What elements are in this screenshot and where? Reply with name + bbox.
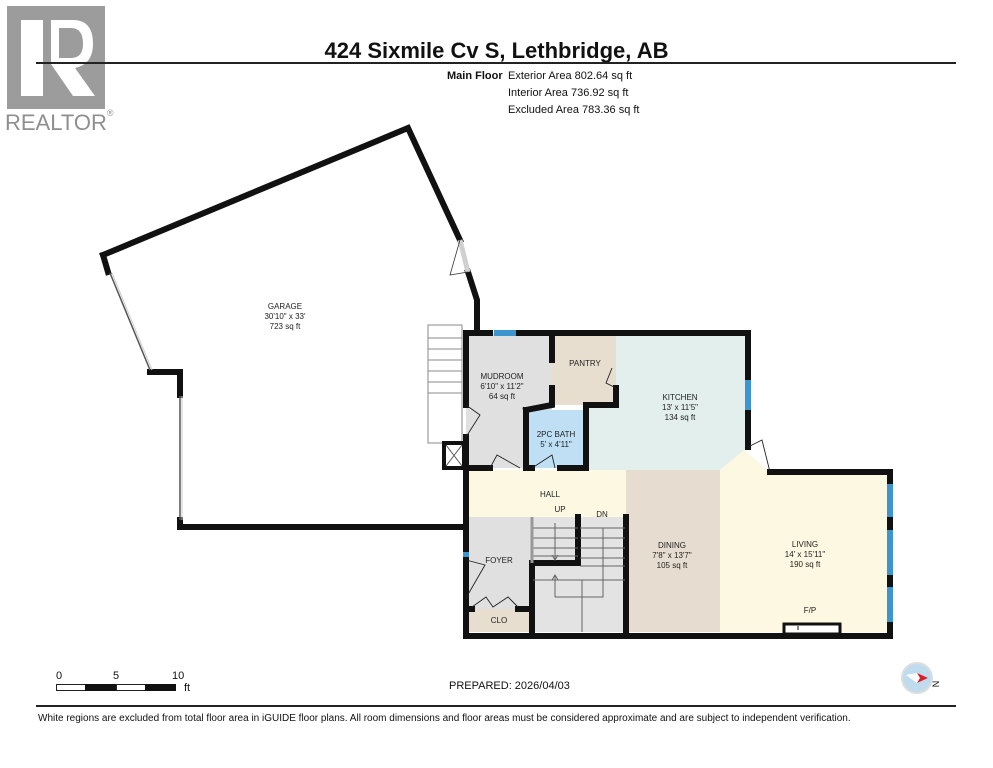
floor-name: Main Floor	[447, 70, 503, 82]
room-name: F/P	[803, 606, 817, 615]
room-name: CLO	[490, 616, 508, 625]
room-garage: GARAGE 30'10" x 33' 723 sq ft	[255, 302, 315, 332]
realtor-text: REALTOR	[5, 110, 107, 135]
room-name: FOYER	[485, 556, 513, 565]
room-name: DINING	[658, 541, 686, 550]
room-area: 134 sq ft	[664, 413, 696, 422]
excluded-area: Excluded Area 783.36 sq ft	[508, 104, 640, 116]
dining-fill	[626, 470, 720, 632]
living-fill	[720, 450, 890, 632]
scale-unit: ft	[184, 682, 191, 694]
room-pantry: PANTRY	[555, 359, 615, 369]
fireplace-label: F/P	[795, 606, 825, 616]
room-dims: 5' x 4'11"	[540, 440, 572, 449]
room-dims: 6'10" x 11'2"	[480, 382, 524, 391]
room-closet: CLO	[479, 616, 519, 626]
stairs-up-label: UP	[545, 505, 575, 515]
room-dims: 30'10" x 33'	[264, 312, 306, 321]
foyer-fill	[466, 517, 532, 609]
closet-fill	[466, 609, 532, 632]
room-name: LIVING	[791, 540, 819, 549]
bath-fill	[526, 410, 586, 468]
registered-mark: ®	[106, 108, 114, 118]
prepared-date: PREPARED: 2026/04/03	[449, 680, 570, 692]
room-dims: 14' x 15'11"	[784, 550, 826, 559]
interior-area: Interior Area 736.92 sq ft	[508, 87, 629, 99]
room-area: 64 sq ft	[488, 392, 516, 401]
room-hall: HALL	[530, 490, 570, 500]
room-name: UP	[554, 505, 566, 514]
footer-divider	[36, 705, 956, 707]
room-name: DN	[596, 510, 608, 519]
room-area: 190 sq ft	[789, 560, 821, 569]
room-dims: 13' x 11'5"	[662, 403, 698, 412]
scale-tick-10: 10	[172, 670, 185, 682]
page-title: 424 Sixmile Cv S, Lethbridge, AB	[324, 38, 669, 63]
room-name: PANTRY	[569, 359, 601, 368]
room-name: KITCHEN	[662, 393, 698, 402]
room-name: 2PC BATH	[536, 430, 576, 439]
compass-icon	[901, 662, 933, 694]
room-dining: DINING 7'8" x 13'7" 105 sq ft	[642, 541, 702, 571]
room-mudroom: MUDROOM 6'10" x 11'2" 64 sq ft	[472, 372, 532, 402]
realtor-logo	[7, 6, 105, 109]
header-divider	[36, 62, 956, 64]
pantry-fill	[552, 333, 616, 405]
room-kitchen: KITCHEN 13' x 11'5" 134 sq ft	[650, 393, 710, 423]
room-2pc-bath: 2PC BATH 5' x 4'11"	[526, 430, 586, 450]
room-name: MUDROOM	[480, 372, 524, 381]
scale-tick-0: 0	[56, 670, 63, 682]
room-foyer: FOYER	[474, 556, 524, 566]
realtor-r-icon	[21, 20, 95, 96]
room-dims: 7'8" x 13'7"	[652, 551, 692, 560]
kitchen-fill	[586, 333, 748, 470]
room-name: GARAGE	[267, 302, 303, 311]
stairs-down-label: DN	[587, 510, 617, 520]
room-living: LIVING 14' x 15'11" 190 sq ft	[775, 540, 835, 570]
room-name: HALL	[539, 490, 560, 499]
room-area: 723 sq ft	[269, 322, 301, 331]
realtor-wordmark: REALTOR®	[5, 108, 114, 136]
exterior-area: Exterior Area 802.64 sq ft	[508, 70, 633, 82]
hall-fill	[466, 470, 626, 517]
scale-tick-5: 5	[113, 670, 120, 682]
scale-bar-graphic	[56, 684, 176, 691]
compass-north-label: N	[930, 680, 941, 688]
disclaimer-text: White regions are excluded from total fl…	[38, 713, 851, 724]
room-area: 105 sq ft	[656, 561, 688, 570]
